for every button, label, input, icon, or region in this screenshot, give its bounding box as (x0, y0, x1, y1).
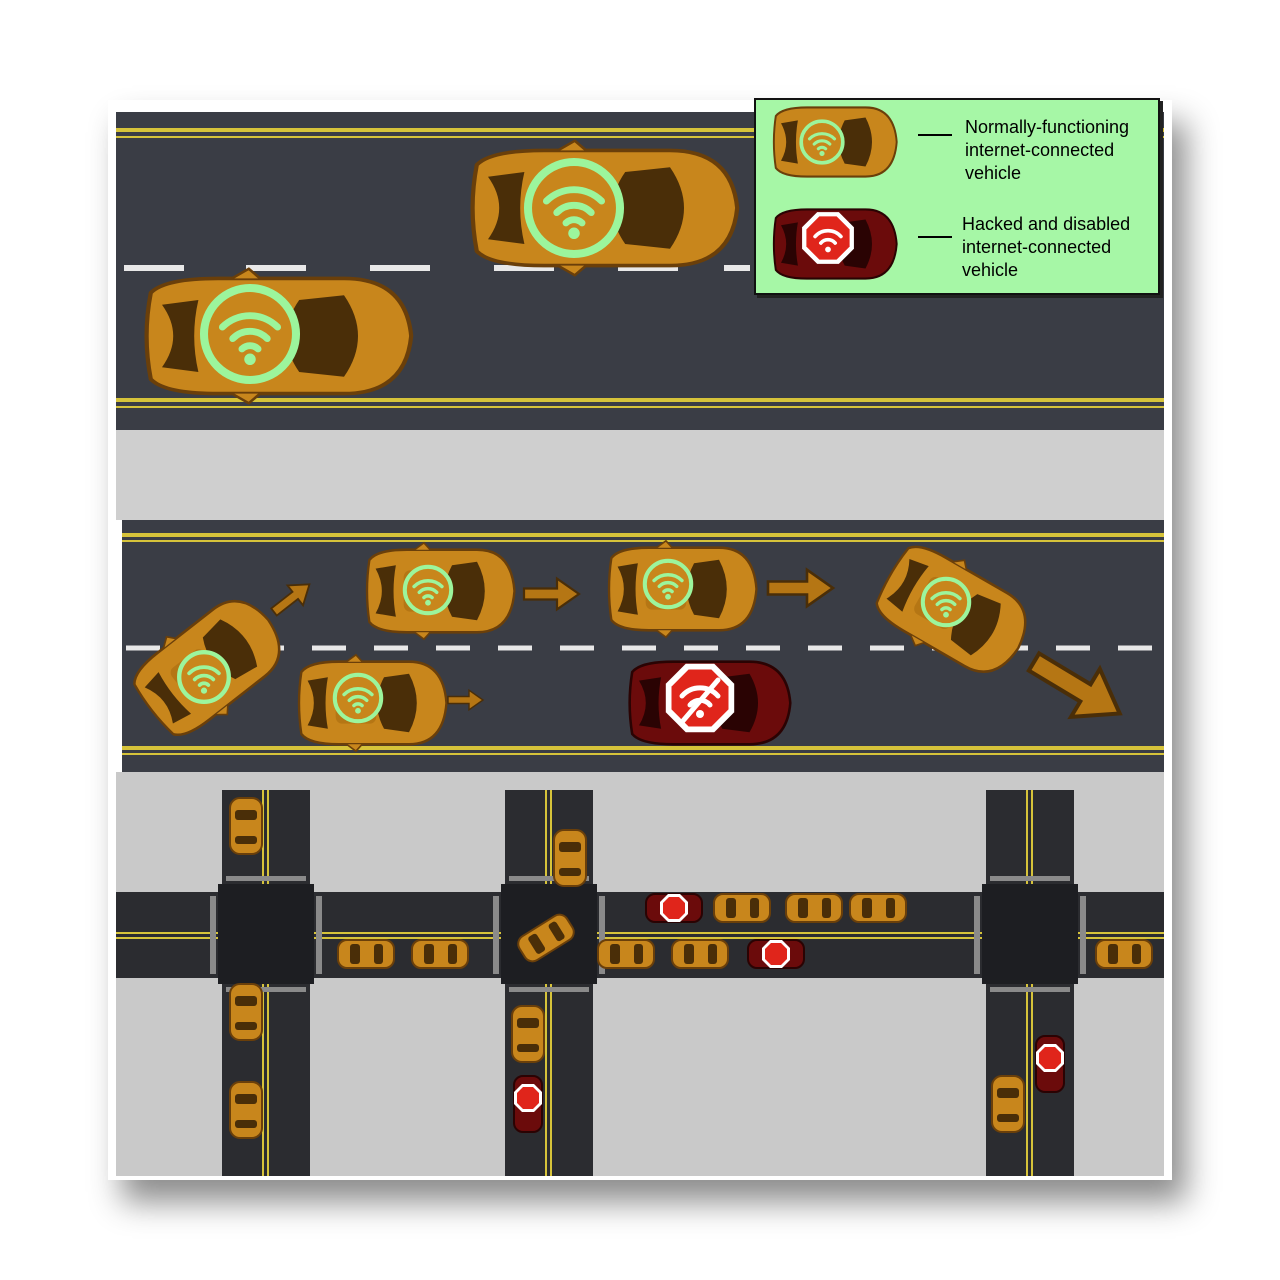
wifi-icon (335, 675, 381, 721)
car-hacked (645, 893, 703, 923)
car-normal (229, 797, 263, 855)
car-normal (713, 893, 771, 923)
car-normal (671, 939, 729, 969)
car-normal (597, 939, 655, 969)
legend-dash-hacked (918, 236, 952, 238)
car-normal (229, 1081, 263, 1139)
car-normal (553, 829, 587, 887)
car-hacked (513, 1075, 543, 1133)
car-normal (411, 939, 469, 969)
panel-highway-middle (120, 520, 1164, 772)
car-normal (337, 939, 395, 969)
car-hacked (747, 939, 805, 969)
divider-band (116, 430, 1164, 520)
panel-intersections (116, 772, 1164, 1176)
car-normal (849, 893, 907, 923)
car-normal (1095, 939, 1153, 969)
wifi-icon (405, 567, 451, 613)
car-normal (511, 1005, 545, 1063)
legend-hacked-label: Hacked and disabled internet-connected v… (962, 214, 1131, 280)
no-wifi-stop-icon (665, 663, 735, 733)
car-normal (785, 893, 843, 923)
wifi-icon (179, 652, 229, 702)
car-normal (229, 983, 263, 1041)
wifi-icon (645, 561, 691, 607)
legend-dash-normal (918, 134, 952, 136)
wifi-icon (923, 579, 969, 625)
legend-normal-label: Normally-functioning internet-connected … (965, 117, 1130, 183)
wifi-icon (528, 162, 620, 254)
car-hacked (1035, 1035, 1065, 1093)
wifi-icon (204, 288, 296, 380)
car-normal (991, 1075, 1025, 1133)
